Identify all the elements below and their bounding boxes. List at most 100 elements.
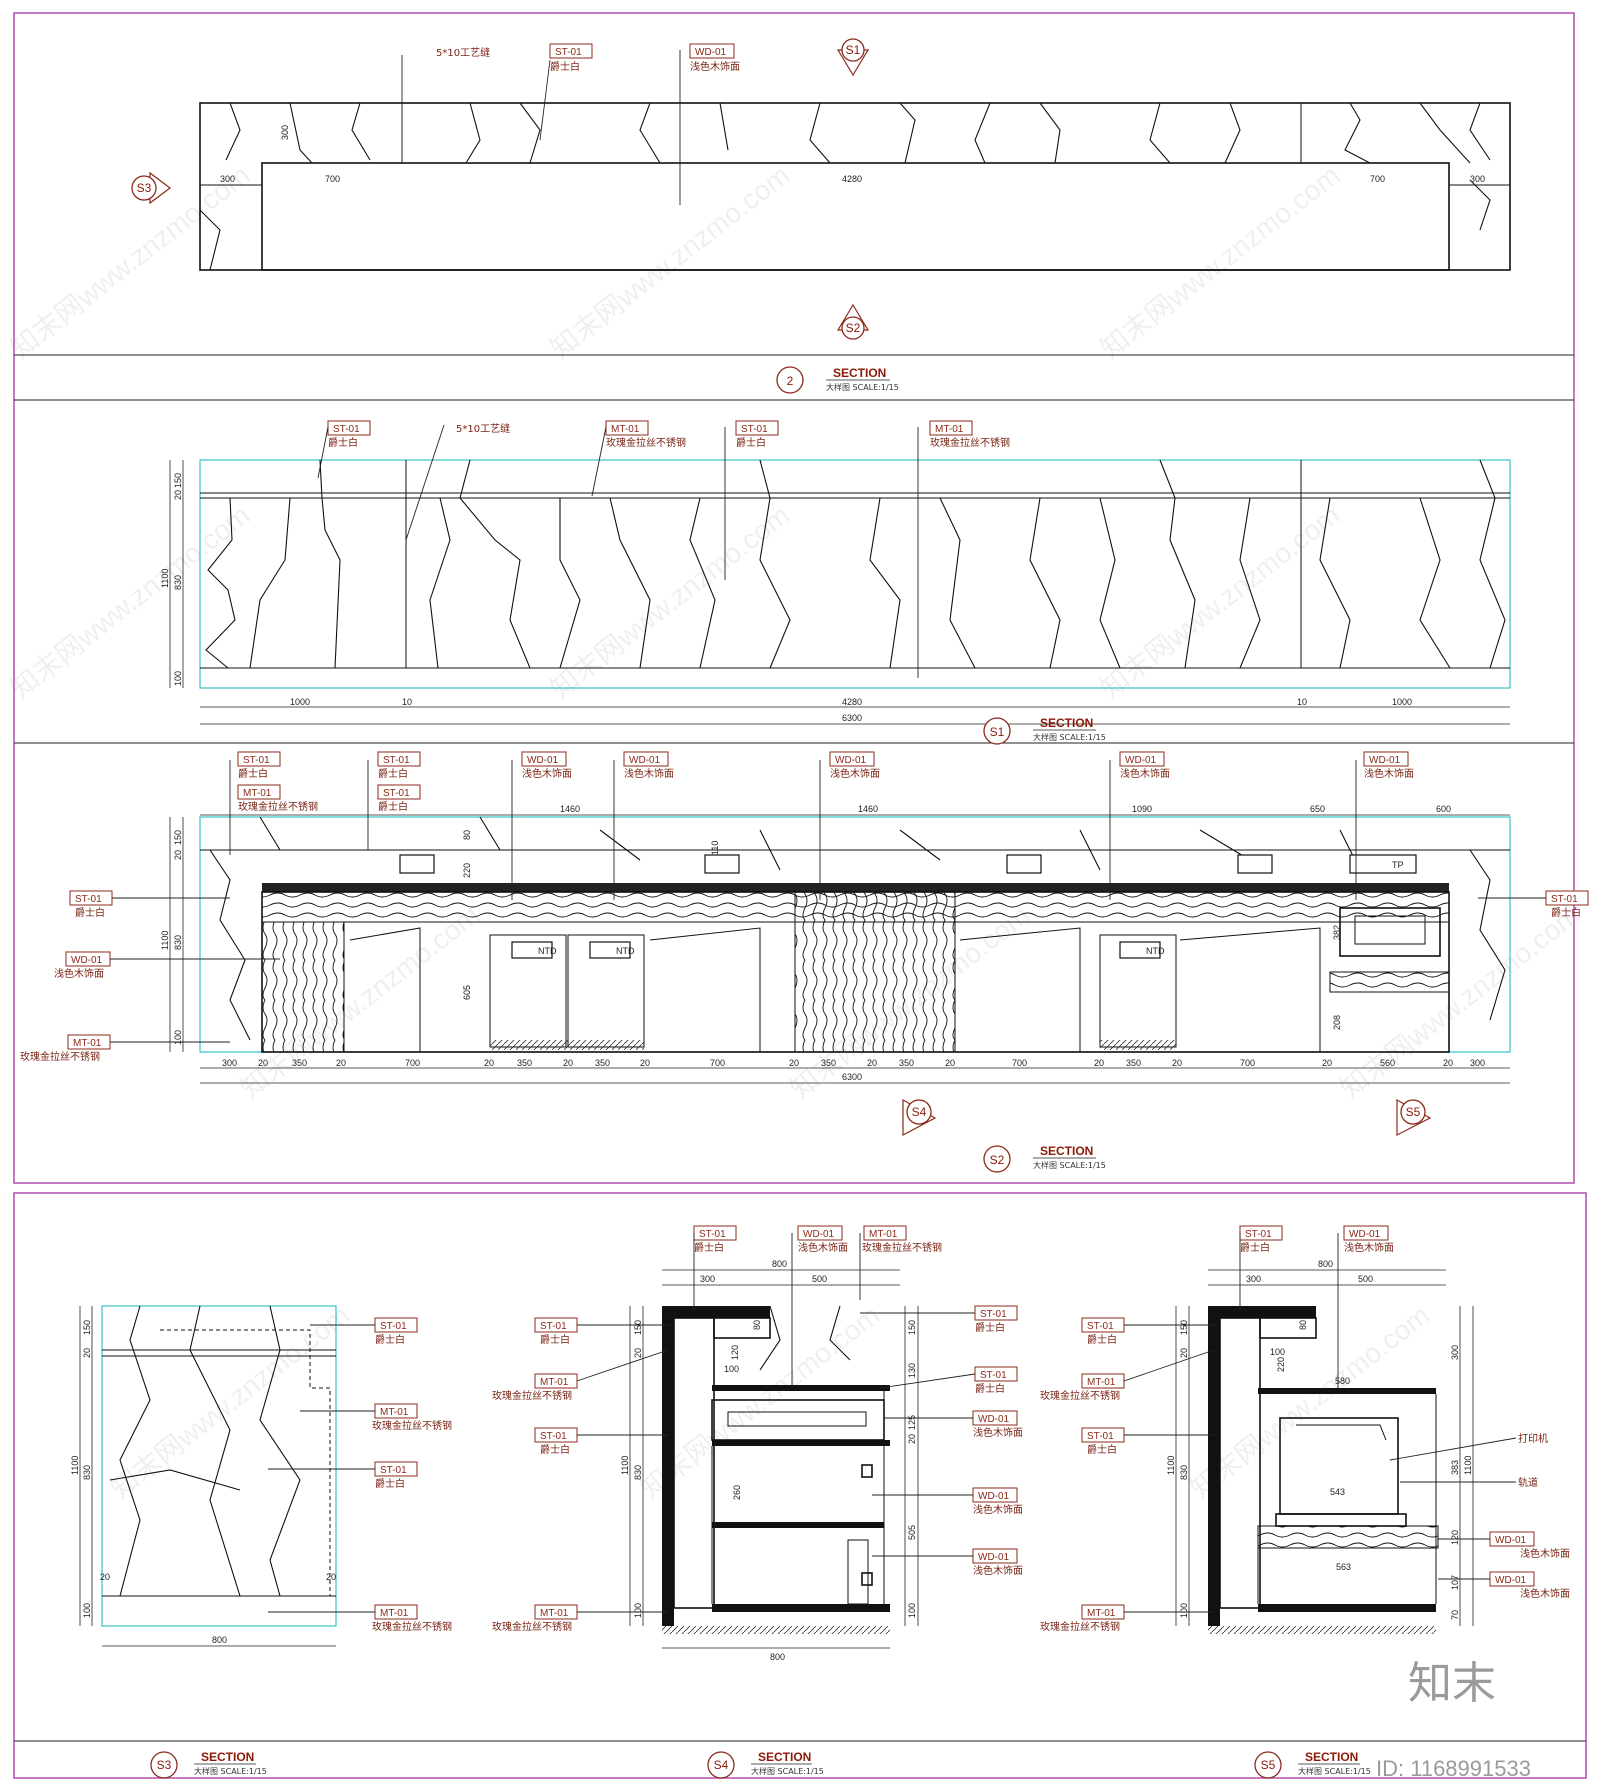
svg-text:玫瑰金拉丝不锈钢: 玫瑰金拉丝不锈钢 <box>20 1050 100 1063</box>
svg-text:ST-01: ST-01 <box>1551 894 1578 905</box>
svg-text:玫瑰金拉丝不锈钢: 玫瑰金拉丝不锈钢 <box>606 436 686 449</box>
svg-text:S4: S4 <box>714 1758 729 1772</box>
svg-text:MT-01: MT-01 <box>869 1229 898 1240</box>
tag-mt01-s2-left: MT-01 玫瑰金拉丝不锈钢 <box>20 1034 230 1063</box>
svg-text:20: 20 <box>789 1058 799 1068</box>
printer-note: 打印机 <box>1518 1432 1548 1445</box>
svg-text:560: 560 <box>1380 1058 1395 1068</box>
tag-st01-s2-b: ST-01 爵士白 <box>367 751 421 850</box>
tag-mt01-s1-b: MT-01 玫瑰金拉丝不锈钢 <box>917 420 1010 678</box>
svg-text:ST-01: ST-01 <box>333 424 360 435</box>
svg-text:800: 800 <box>1318 1259 1333 1269</box>
svg-text:爵士白: 爵士白 <box>375 1333 405 1346</box>
tag-mt01-s3-b: MT-01 玫瑰金拉丝不锈钢 <box>268 1604 452 1633</box>
tag-mt01-s5-l: MT-01 玫瑰金拉丝不锈钢 <box>1040 1349 1215 1402</box>
svg-text:ST-01: ST-01 <box>383 755 410 766</box>
svg-text:120: 120 <box>730 1345 740 1360</box>
svg-text:MT-01: MT-01 <box>1087 1377 1116 1388</box>
svg-text:300: 300 <box>222 1058 237 1068</box>
tag-wd01-s5-r2: WD-01 浅色木饰面 <box>1438 1571 1570 1600</box>
svg-text:20: 20 <box>1179 1348 1189 1358</box>
svg-text:10: 10 <box>1297 697 1307 707</box>
svg-text:WD-01: WD-01 <box>978 1414 1010 1425</box>
svg-text:玫瑰金拉丝不锈钢: 玫瑰金拉丝不锈钢 <box>930 436 1010 449</box>
svg-text:ST-01: ST-01 <box>699 1229 726 1240</box>
svg-text:爵士白: 爵士白 <box>540 1443 570 1456</box>
tag-wd01-s5-top: WD-01 浅色木饰面 <box>1337 1225 1394 1388</box>
svg-text:ST-01: ST-01 <box>75 894 102 905</box>
tag-st01-s5-l2: ST-01 爵士白 <box>1081 1427 1214 1456</box>
svg-text:爵士白: 爵士白 <box>375 1477 405 1490</box>
svg-text:WD-01: WD-01 <box>1349 1229 1381 1240</box>
svg-text:70: 70 <box>1450 1610 1460 1620</box>
svg-text:300: 300 <box>1470 174 1485 184</box>
svg-text:S3: S3 <box>157 1758 172 1772</box>
section-s3-title: S3 SECTION 大样图 SCALE:1/15 <box>150 1750 267 1779</box>
svg-text:800: 800 <box>772 1259 787 1269</box>
watermark-9: 知末网www.znzmo.com <box>1335 899 1586 1104</box>
svg-text:玫瑰金拉丝不锈钢: 玫瑰金拉丝不锈钢 <box>372 1620 452 1633</box>
svg-text:20: 20 <box>633 1348 643 1358</box>
svg-text:NTD: NTD <box>538 946 557 956</box>
svg-text:爵士白: 爵士白 <box>1240 1241 1270 1254</box>
svg-text:1100: 1100 <box>1463 1456 1473 1475</box>
svg-text:S5: S5 <box>1261 1758 1276 1772</box>
section-s4-title: S4 SECTION 大样图 SCALE:1/15 <box>707 1750 824 1779</box>
tag-mt01-s5-l2: MT-01 玫瑰金拉丝不锈钢 <box>1040 1604 1214 1633</box>
svg-text:100: 100 <box>1179 1603 1189 1618</box>
svg-text:107: 107 <box>1450 1575 1460 1590</box>
s1-elevation: 1000 10 4280 10 1000 6300 150 20 830 100… <box>160 420 1511 745</box>
brand-logo: 知末 <box>1408 1658 1496 1709</box>
tag-st01-s5-top: ST-01 爵士白 <box>1239 1225 1283 1310</box>
tag-st01-plan: ST-01 爵士白 <box>539 43 593 141</box>
svg-text:1100: 1100 <box>160 569 170 588</box>
svg-text:800: 800 <box>770 1652 785 1662</box>
svg-text:WD-01: WD-01 <box>1495 1575 1527 1586</box>
svg-text:S2: S2 <box>990 1153 1005 1167</box>
svg-text:ST-01: ST-01 <box>1087 1321 1114 1332</box>
tag-wd01-s5-r1: WD-01 浅色木饰面 <box>1438 1531 1570 1560</box>
svg-text:浅色木饰面: 浅色木饰面 <box>522 767 572 780</box>
svg-text:100: 100 <box>82 1603 92 1618</box>
tag-wd01-s4-r2: WD-01 浅色木饰面 <box>872 1487 1023 1516</box>
svg-text:ST-01: ST-01 <box>980 1370 1007 1381</box>
svg-text:20: 20 <box>945 1058 955 1068</box>
svg-text:4280: 4280 <box>842 174 862 184</box>
s5-section: 800 300 500 80 220 100 580 543 563 150 2… <box>1040 1225 1570 1779</box>
svg-text:350: 350 <box>292 1058 307 1068</box>
joint-note-s1: 5*10工艺缝 <box>456 422 510 435</box>
svg-text:150: 150 <box>173 473 183 488</box>
section-marker-s5: S5 <box>1396 1098 1432 1136</box>
tag-st01-s2-a: ST-01 爵士白 <box>229 751 281 855</box>
svg-text:大样图 SCALE:1/15: 大样图 SCALE:1/15 <box>1033 1160 1106 1170</box>
svg-text:500: 500 <box>812 1274 827 1284</box>
svg-text:260: 260 <box>732 1485 742 1500</box>
svg-text:700: 700 <box>325 174 340 184</box>
svg-text:S5: S5 <box>1406 1105 1421 1119</box>
watermark-3: 知末网www.znzmo.com <box>1095 159 1346 364</box>
tag-st01-s2-right: ST-01 爵士白 <box>1478 890 1589 919</box>
tag-wd01-s2-e: WD-01 浅色木饰面 <box>1355 751 1414 900</box>
svg-text:爵士白: 爵士白 <box>1551 906 1581 919</box>
s2-bottom-dims: 300 20 350 20 700 20 350 20 350 20 700 2… <box>222 1058 1485 1068</box>
svg-text:830: 830 <box>1179 1465 1189 1480</box>
svg-text:350: 350 <box>821 1058 836 1068</box>
svg-text:SECTION: SECTION <box>758 1750 811 1764</box>
tag-mt01-s4-l: MT-01 玫瑰金拉丝不锈钢 <box>492 1349 669 1402</box>
svg-text:S2: S2 <box>846 321 861 335</box>
svg-text:SECTION: SECTION <box>1040 1144 1093 1158</box>
tag-wd01-s2-c: WD-01 浅色木饰面 <box>819 751 880 900</box>
svg-text:浅色木饰面: 浅色木饰面 <box>1120 767 1170 780</box>
svg-text:300: 300 <box>1450 1345 1460 1360</box>
tag-mt01-s4-l2: MT-01 玫瑰金拉丝不锈钢 <box>492 1604 668 1633</box>
svg-text:WD-01: WD-01 <box>1495 1535 1527 1546</box>
tag-wd01-s4-top: WD-01 浅色木饰面 <box>791 1225 848 1385</box>
tag-st01-s4-top: ST-01 爵士白 <box>693 1225 737 1310</box>
svg-text:NTD: NTD <box>616 946 635 956</box>
section-s2-title: S2 SECTION 大样图 SCALE:1/15 <box>983 1144 1106 1173</box>
svg-text:ST-01: ST-01 <box>540 1431 567 1442</box>
svg-text:700: 700 <box>1370 174 1385 184</box>
svg-text:100: 100 <box>173 671 183 686</box>
svg-text:383: 383 <box>1450 1460 1460 1475</box>
